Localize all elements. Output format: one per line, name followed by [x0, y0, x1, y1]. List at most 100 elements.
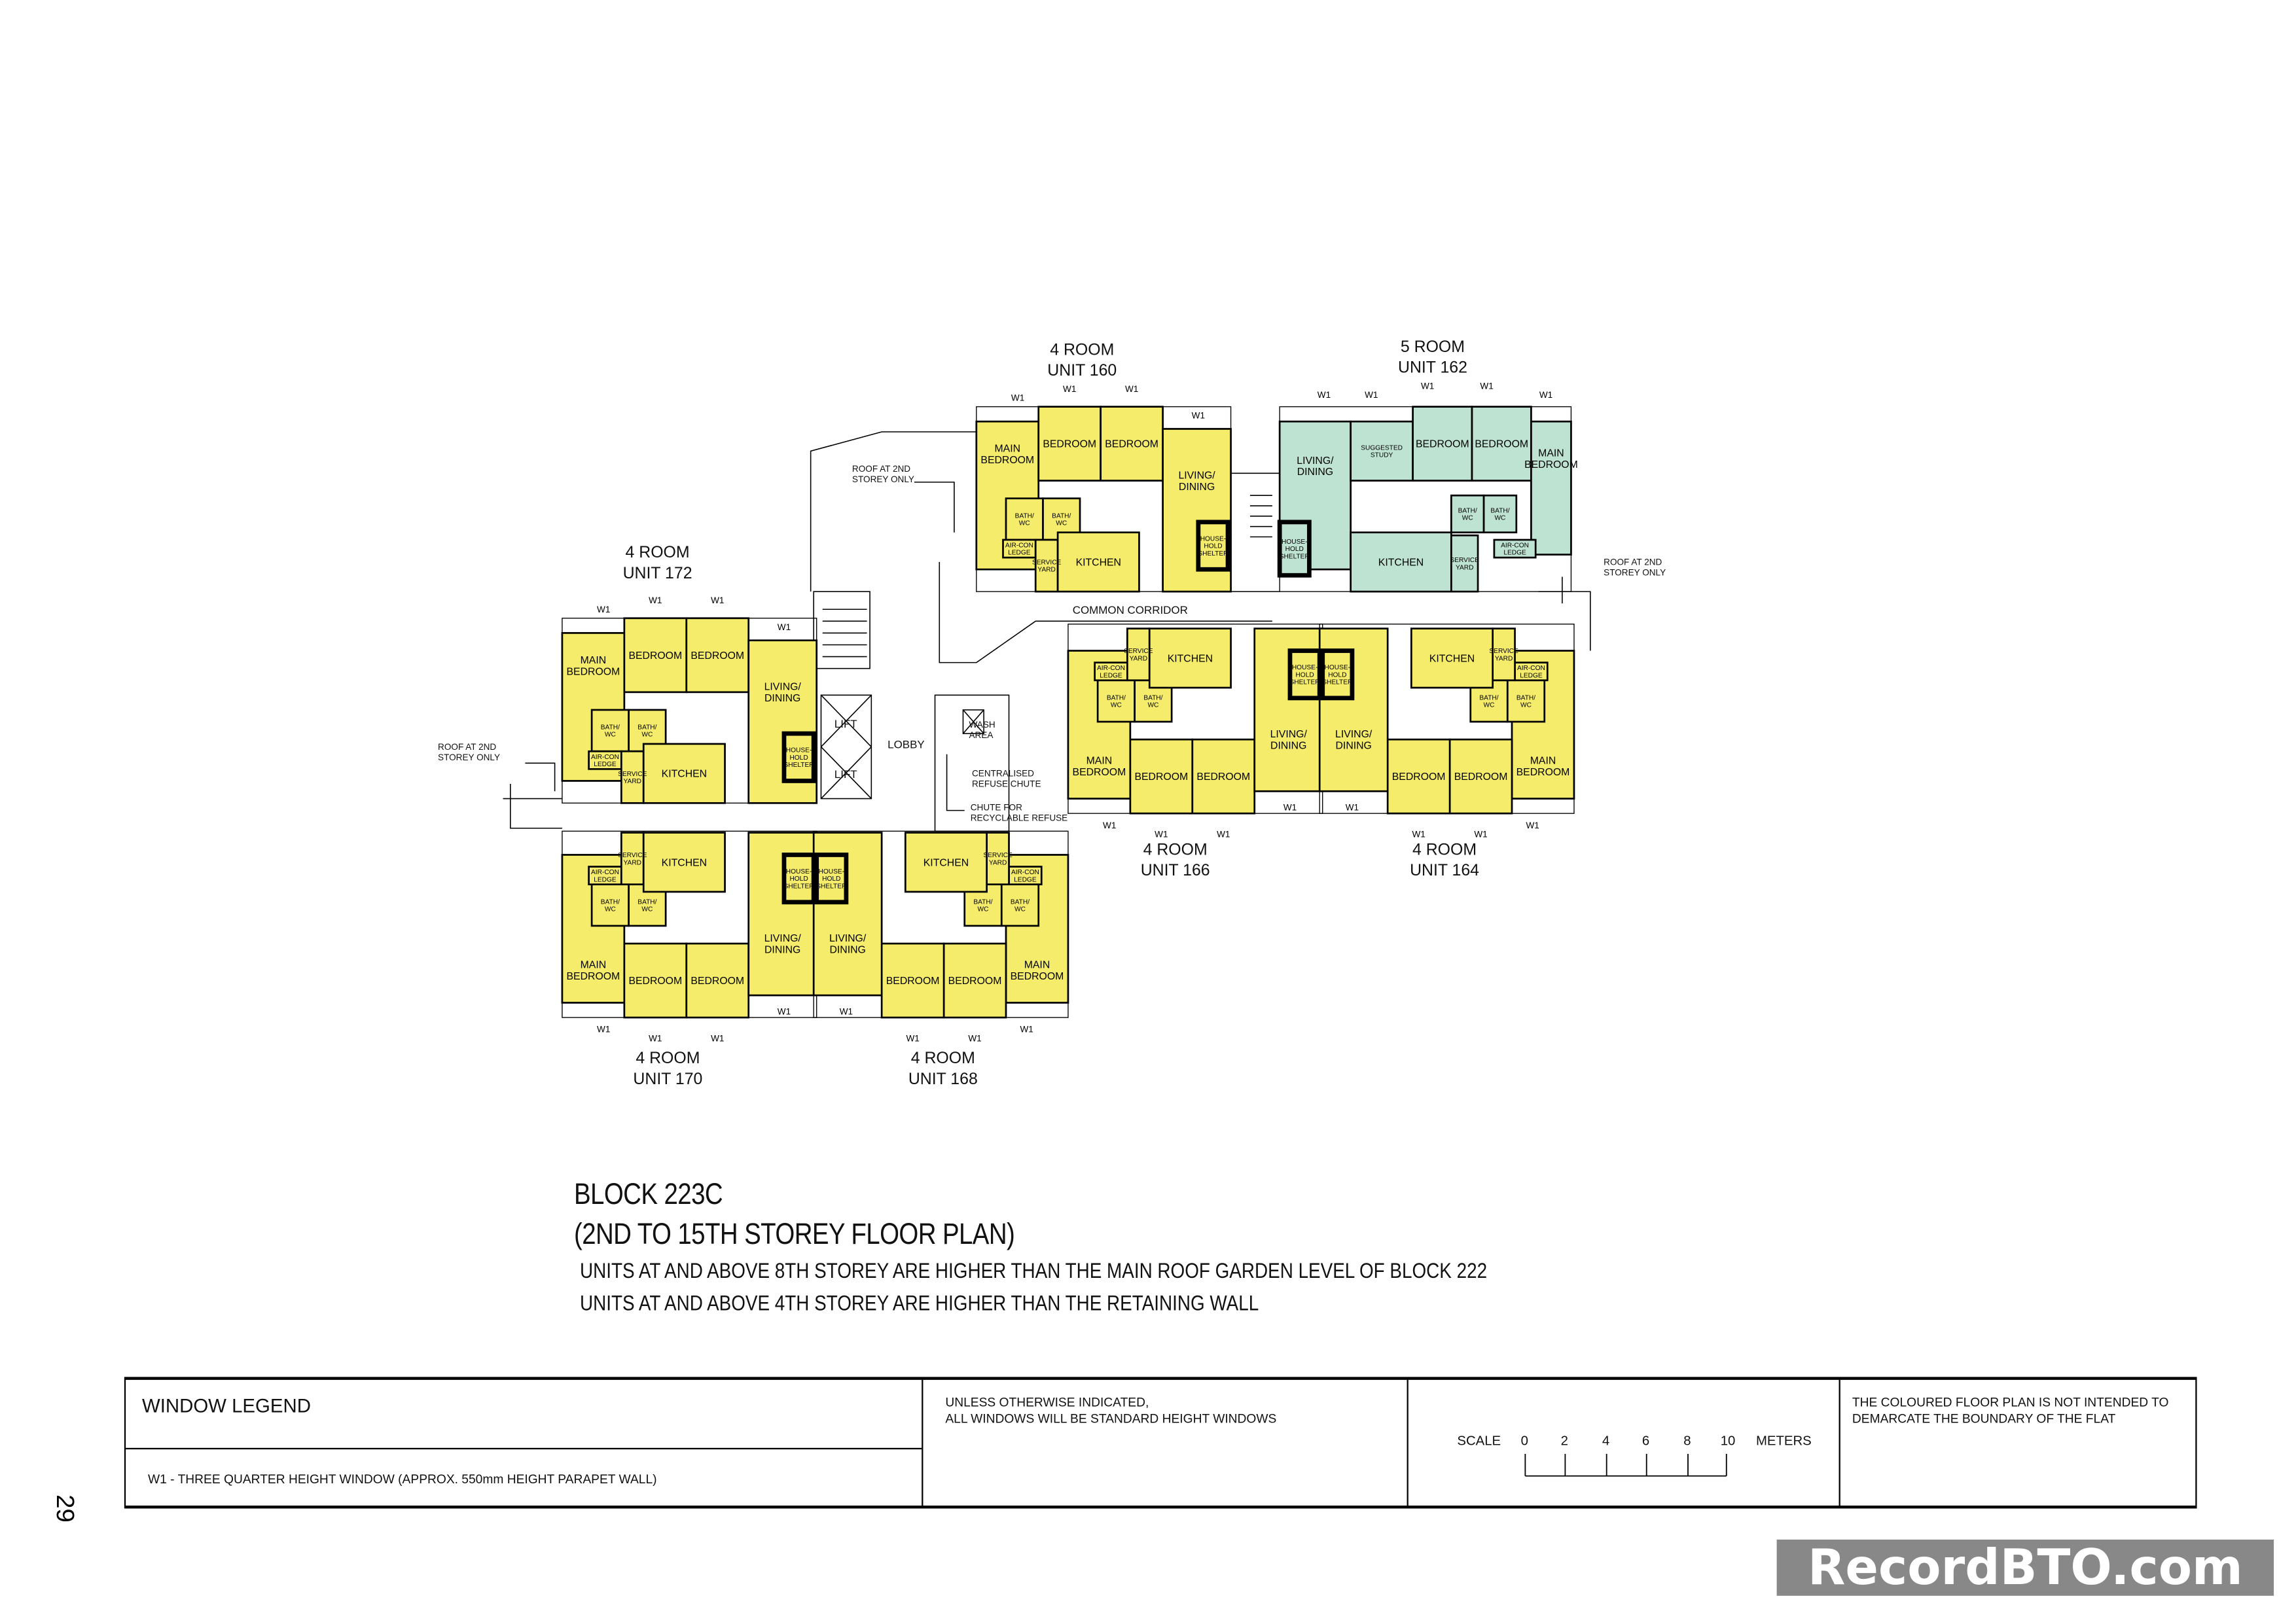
room-label: BEDROOM: [948, 976, 1002, 987]
room-kitchen: [1148, 627, 1232, 689]
window-legend-cell: WINDOW LEGEND W1 - THREE QUARTER HEIGHT …: [126, 1379, 924, 1506]
room-service-yard: [1450, 534, 1479, 593]
room-label: LIVING/DINING: [1270, 729, 1308, 751]
unit-type: 4 ROOM: [1143, 841, 1208, 860]
room-label: LIVING/DINING: [829, 933, 867, 955]
unit-outline: [1319, 624, 1575, 814]
window-w1-tag: W1: [711, 595, 724, 605]
unit-number: UNIT 168: [908, 1070, 978, 1089]
window-w1-tag: W1: [778, 622, 791, 632]
unit-type: 4 ROOM: [1050, 342, 1115, 360]
room-label: BATH/WC: [601, 898, 620, 913]
lift-label: LIFT: [834, 717, 857, 731]
common-corridor-label: COMMON CORRIDOR: [1072, 603, 1188, 617]
window-w1-tag: W1: [1217, 829, 1230, 839]
recycle-chute-label: CHUTE FOR RECYCLABLE REFUSE: [970, 804, 1068, 824]
window-w1-tag: W1: [1526, 821, 1539, 830]
room-kitchen: [1350, 531, 1452, 593]
wash-area-label: WASH AREA: [969, 722, 996, 741]
room-label: BEDROOM: [691, 976, 744, 987]
window-w1-tag: W1: [1155, 829, 1168, 839]
window-w1-tag: W1: [1011, 393, 1024, 403]
window-w1-tag: W1: [1480, 381, 1493, 391]
room-label: KITCHEN: [924, 857, 969, 868]
room-bath-wc: [590, 709, 630, 752]
lift-label: LIFT: [834, 768, 857, 781]
w1-definition: W1 - THREE QUARTER HEIGHT WINDOW (APPROX…: [148, 1471, 657, 1487]
roof-note: ROOF AT 2ND STOREY ONLY: [852, 465, 914, 485]
scale-tick: 0: [1520, 1433, 1528, 1448]
roof-note: ROOF AT 2ND STOREY ONLY: [438, 743, 501, 764]
room-kitchen: [642, 743, 726, 804]
room-label: BATH/WC: [1458, 507, 1477, 521]
room-service-yard: [620, 832, 645, 886]
unit-number: UNIT 164: [1410, 862, 1480, 880]
room-aircon-ledge: [1094, 662, 1128, 682]
unit-162-plan: [1277, 406, 1572, 593]
room-label: LIVING/DINING: [1178, 470, 1215, 492]
watermark-logo: RecordBTO.com: [1776, 1539, 2274, 1596]
unit-170-plan: [561, 830, 818, 1019]
unit-type: 5 ROOM: [1400, 338, 1465, 357]
room-household-shelter: [1277, 520, 1312, 578]
page-number: 29: [50, 1494, 79, 1523]
window-w1-tag: W1: [1283, 803, 1297, 813]
window-w1-tag: W1: [711, 1033, 724, 1043]
window-w1-tag: W1: [1192, 411, 1205, 421]
scale-unit: METERS: [1755, 1433, 1812, 1448]
window-w1-tag: W1: [1020, 1025, 1033, 1034]
window-w1-tag: W1: [778, 1007, 791, 1017]
coloured-plan-disclaimer: THE COLOURED FLOOR PLAN IS NOT INTENDED …: [1852, 1394, 2169, 1426]
window-w1-tag: W1: [1421, 381, 1434, 391]
room-label: BEDROOM: [628, 976, 682, 987]
room-aircon-ledge: [1493, 538, 1537, 559]
window-w1-tag: W1: [840, 1007, 853, 1017]
room-label: KITCHEN: [1076, 557, 1121, 568]
unit-type: 4 ROOM: [910, 1050, 975, 1068]
standard-window-note: UNLESS OTHERWISE INDICATED,ALL WINDOWS W…: [945, 1394, 1276, 1426]
room-bedroom: [1191, 738, 1256, 815]
note-8th-storey: UNITS AT AND ABOVE 8TH STOREY ARE HIGHER…: [580, 1260, 1488, 1284]
unit-type: 4 ROOM: [1412, 841, 1477, 860]
standard-window-line: ALL WINDOWS WILL BE STANDARD HEIGHT WIND…: [945, 1410, 1277, 1426]
window-w1-tag: W1: [649, 595, 662, 605]
room-label: KITCHEN: [1429, 653, 1475, 664]
refuse-chute-label: CENTRALISED REFUSE CHUTE: [972, 770, 1041, 790]
room-label: BEDROOM: [1196, 771, 1250, 783]
window-legend-heading: WINDOW LEGEND: [141, 1394, 311, 1417]
room-label: BATH/WC: [1107, 694, 1126, 709]
room-label: LIVING/DINING: [764, 682, 802, 704]
unit-outline: [562, 618, 817, 804]
room-kitchen: [1410, 627, 1494, 689]
window-w1-tag: W1: [906, 1033, 919, 1043]
unit-outline: [1279, 406, 1572, 592]
room-service-yard: [1034, 538, 1059, 593]
unit-type: 4 ROOM: [636, 1050, 700, 1068]
room-bedroom: [1412, 406, 1473, 482]
room-label: BEDROOM: [1416, 439, 1469, 450]
